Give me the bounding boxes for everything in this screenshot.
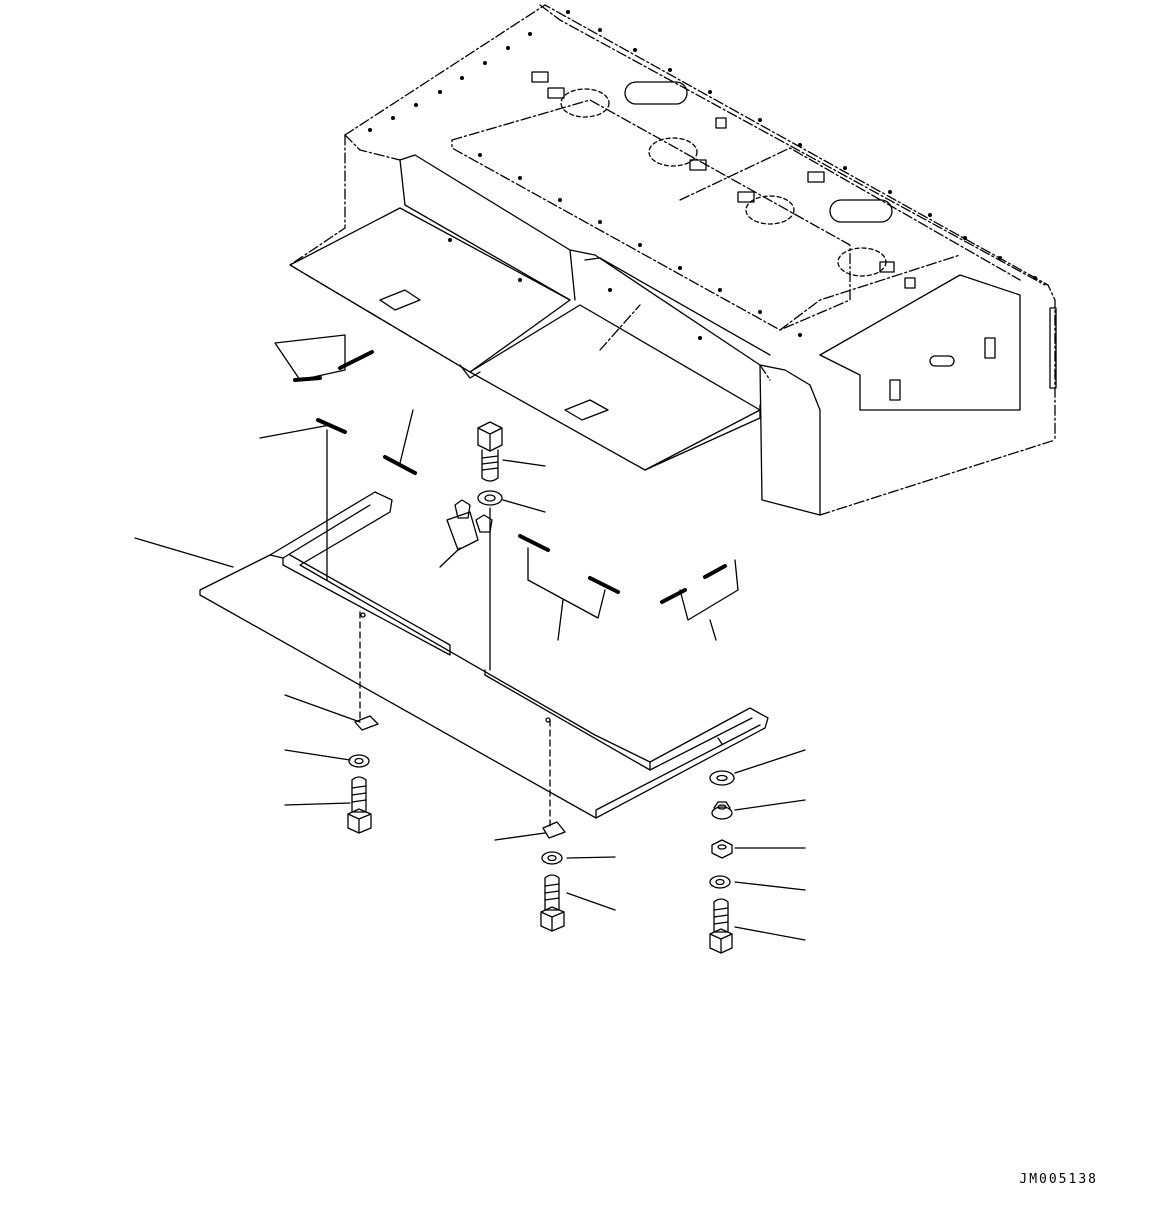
hex-bolt-upper [477, 421, 503, 482]
deck-plate-phantom [451, 4, 1046, 331]
clip-fasteners [454, 499, 493, 533]
hex-nut-right [711, 839, 733, 859]
flange-nut-right [711, 801, 733, 820]
decal-upper-left [274, 334, 374, 382]
hex-bolt-left [347, 776, 372, 834]
nut-plate-left [354, 715, 379, 731]
frame-bolt-dots [368, 10, 1037, 340]
washer-right-bottom [709, 875, 731, 889]
hex-bolt-middle [540, 874, 565, 932]
washer-middle [541, 851, 563, 865]
nut-plate-middle [542, 821, 566, 839]
drawing-code: JM005138 [1019, 1172, 1098, 1187]
washer-upper [477, 490, 503, 506]
washer-left [348, 754, 370, 768]
hex-bolt-right [709, 898, 733, 954]
decal-shapes [446, 511, 739, 621]
top-brackets [531, 71, 1057, 401]
top-openings [560, 81, 955, 367]
washer-right-top [709, 770, 735, 786]
assembly-guide-dashed [359, 611, 551, 831]
machine-cover-plates [289, 207, 761, 471]
assembly-guide-lines [326, 429, 491, 671]
bottom-cover-plate [199, 491, 769, 819]
decal-strips [316, 418, 727, 604]
front-frame-solid [399, 154, 1021, 516]
leader-lines [134, 409, 806, 941]
